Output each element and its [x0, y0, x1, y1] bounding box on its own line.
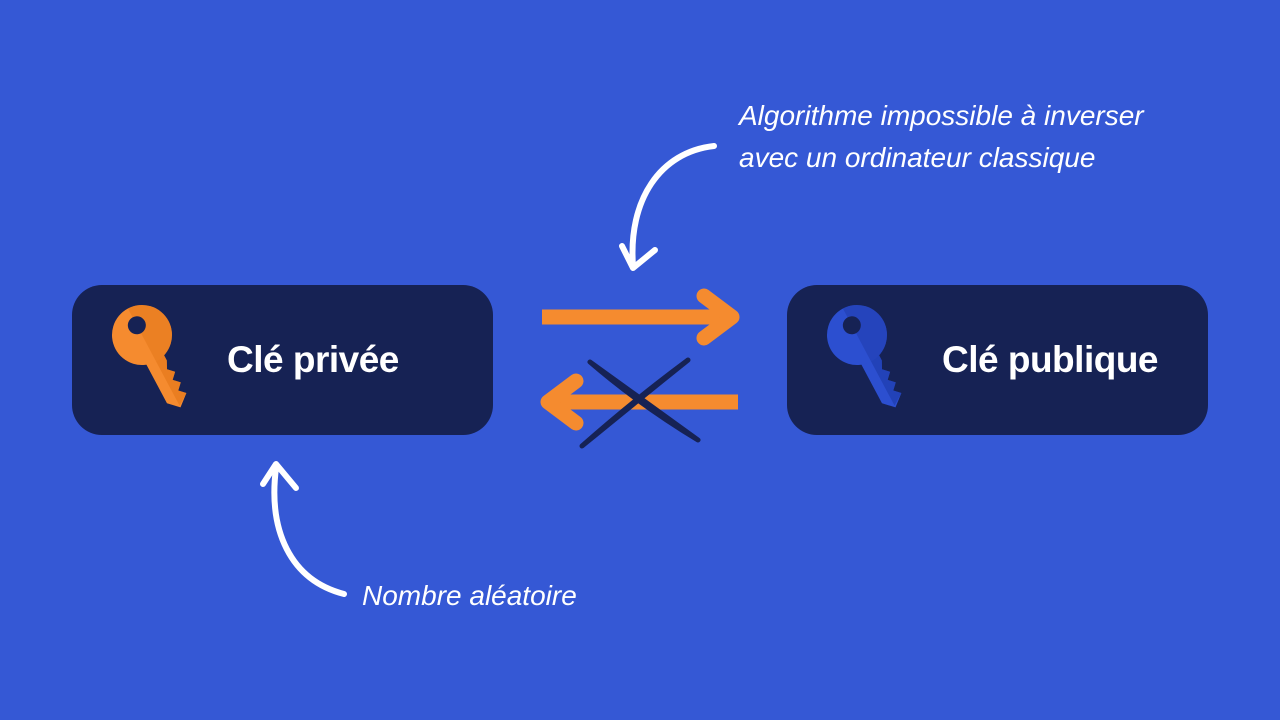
random-curved-arrow [260, 461, 347, 597]
public-key-icon [827, 305, 902, 408]
public-key-box: Clé publique [787, 285, 1208, 435]
algorithm-annotation: Algorithme impossible à inverser avec un… [739, 95, 1144, 179]
algorithm-curved-arrow [619, 143, 717, 271]
public-key-label: Clé publique [942, 339, 1159, 380]
algorithm-annotation-line2: avec un ordinateur classique [739, 142, 1096, 173]
private-key-icon [112, 305, 187, 408]
cross-mark-icon [579, 357, 701, 449]
algorithm-annotation-line1: Algorithme impossible à inverser [739, 100, 1144, 131]
private-key-box: Clé privée [72, 285, 493, 435]
random-number-annotation: Nombre aléatoire [362, 580, 577, 611]
private-key-label: Clé privée [227, 339, 399, 380]
forward-arrow [542, 288, 740, 346]
